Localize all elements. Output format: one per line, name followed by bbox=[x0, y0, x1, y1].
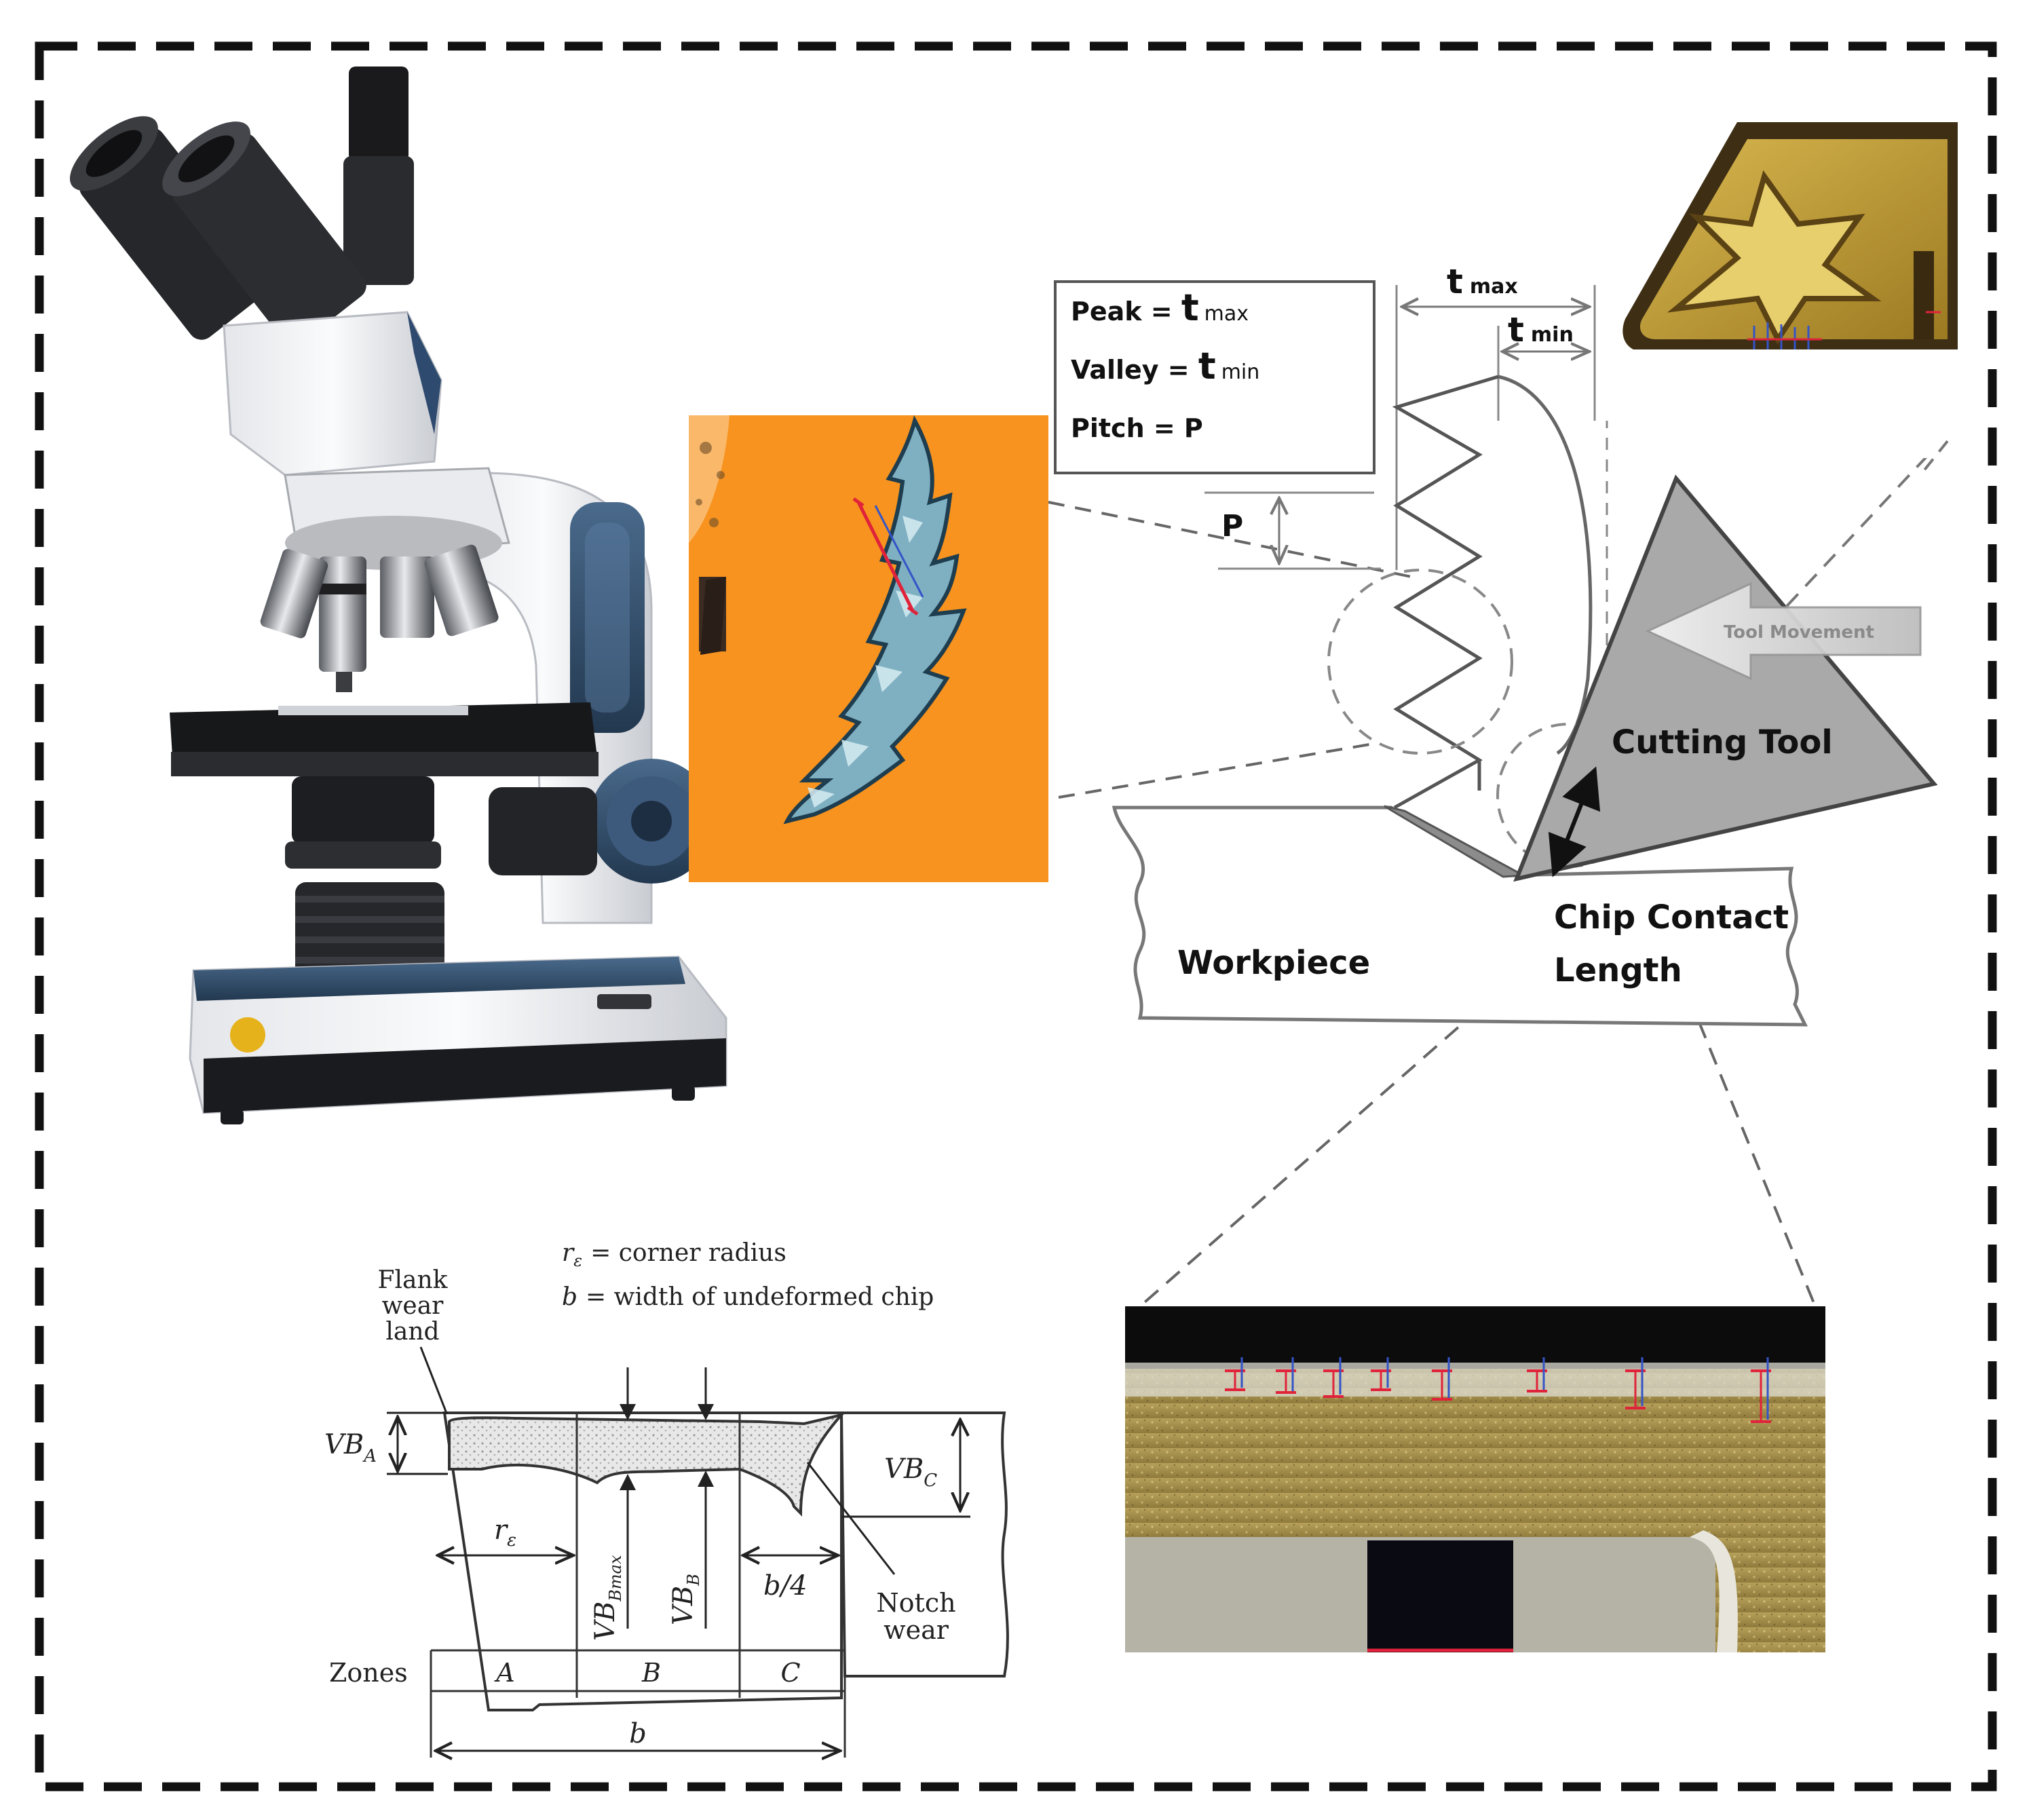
flank-wear-micrograph bbox=[1125, 1306, 1825, 1652]
b-width-label: b bbox=[629, 1718, 647, 1749]
cutting-tool-label: Cutting Tool bbox=[1612, 723, 1833, 761]
connector-chip-top bbox=[1048, 501, 1412, 578]
flank-wear-schematic: rε= corner radius b= width of undeformed… bbox=[324, 1239, 1009, 1758]
cutting-tool-triangle bbox=[1513, 474, 1938, 882]
notch-label-2: wear bbox=[884, 1615, 949, 1645]
corner-radius-definition: rε= corner radius bbox=[562, 1239, 786, 1270]
zone-c-label: C bbox=[780, 1658, 800, 1688]
r-epsilon-label: rε bbox=[494, 1515, 516, 1551]
zones-label: Zones bbox=[329, 1658, 408, 1688]
vbbmax-label: VBBmax bbox=[590, 1555, 625, 1641]
serrated-chip-shape bbox=[783, 415, 967, 824]
workpiece-block bbox=[1112, 805, 1808, 1027]
insert-micrograph bbox=[1612, 122, 1958, 476]
vba-label: VBA bbox=[324, 1429, 377, 1466]
legend-pitch: Pitch = P bbox=[1071, 413, 1203, 443]
pitch-symbol: P bbox=[1221, 509, 1243, 544]
notch-label-1: Notch bbox=[876, 1588, 955, 1618]
chip-contact-label-2: Length bbox=[1554, 951, 1682, 989]
workpiece-label: Workpiece bbox=[1177, 944, 1370, 982]
flank-label-2: wear bbox=[382, 1292, 444, 1320]
zone-a-label: A bbox=[494, 1658, 514, 1688]
vbb-label: VBB bbox=[668, 1574, 703, 1625]
vbc-label: VBC bbox=[884, 1454, 937, 1491]
chip-zigzag bbox=[1392, 375, 1499, 810]
tool-movement-arrow bbox=[1645, 582, 1922, 681]
dashed-frame bbox=[35, 41, 1997, 1791]
tool-movement-label: Tool Movement bbox=[1724, 622, 1874, 643]
chip-contact-label-1: Chip Contact bbox=[1554, 898, 1789, 936]
chip-micrograph bbox=[689, 415, 1048, 882]
connector-chip-bottom bbox=[1058, 742, 1378, 799]
legend-box bbox=[1054, 280, 1375, 474]
microscope-illustration bbox=[70, 67, 727, 1124]
flank-label-3: land bbox=[385, 1318, 439, 1346]
flank-label-1: Flank bbox=[378, 1266, 449, 1294]
zone-b-label: B bbox=[641, 1658, 661, 1688]
chip-width-definition: b= width of undeformed chip bbox=[562, 1283, 934, 1311]
b-quarter-label: b/4 bbox=[763, 1570, 808, 1601]
